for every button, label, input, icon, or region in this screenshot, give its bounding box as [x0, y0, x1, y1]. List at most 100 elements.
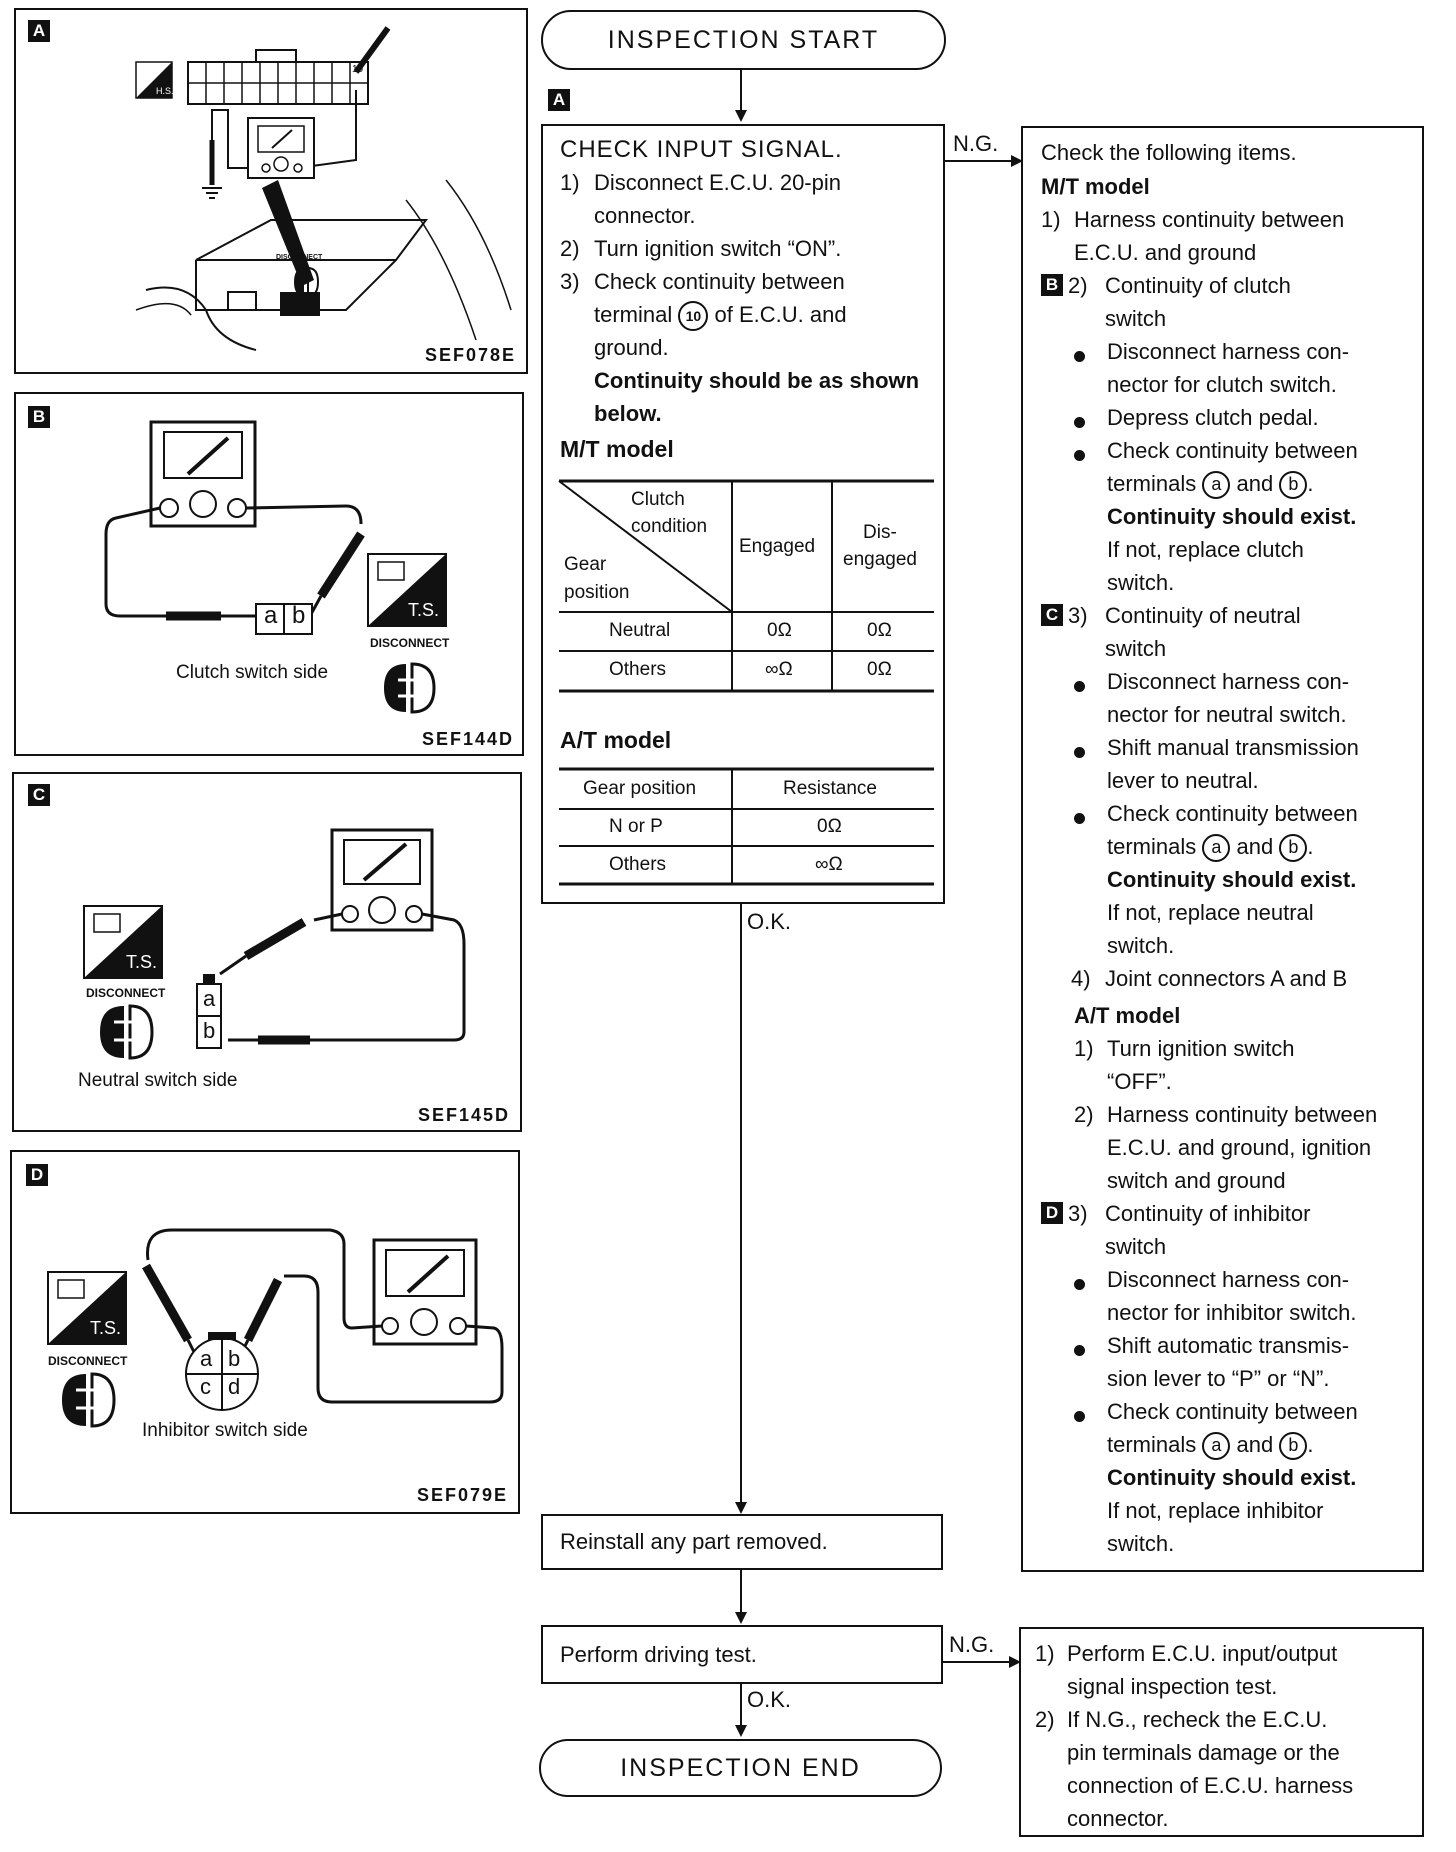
- ts-label: T.S.: [126, 952, 158, 972]
- ok-label-main: O.K.: [747, 909, 792, 934]
- bullet: [1074, 417, 1085, 428]
- mt-item-1-text-cont: E.C.U. and ground: [1074, 240, 1257, 265]
- mt-item-2-bullet-2: Depress clutch pedal.: [1107, 405, 1319, 430]
- at-item-3-text-cont: switch: [1105, 1234, 1167, 1259]
- driving-test-text: Perform driving test.: [560, 1642, 757, 1667]
- neutral-term-b: b: [203, 1018, 216, 1043]
- at-item-3-tag: D: [1041, 1202, 1063, 1224]
- bullet: [1074, 813, 1085, 824]
- ng-intro: Check the following items.: [1041, 140, 1297, 165]
- mt-item-3-text-cont: switch: [1105, 636, 1167, 661]
- mt-item-3-tag: C: [1041, 604, 1063, 626]
- inspection-start: INSPECTION START: [541, 10, 946, 70]
- bullet: [1074, 681, 1085, 692]
- final-item-1-text-cont: signal inspection test.: [1067, 1674, 1278, 1699]
- mt-item-2-tag: B: [1041, 274, 1063, 296]
- at-item-3-bullet-1-cont: nector for inhibitor switch.: [1107, 1300, 1357, 1325]
- at-item-3-bullet-2-cont: sion lever to “P” or “N”.: [1107, 1366, 1330, 1391]
- continuity-note: Continuity should be as shown: [594, 368, 920, 393]
- terminal-b-circled: b: [1279, 834, 1308, 863]
- mt-item-3-terminals: terminals a and b.: [1107, 830, 1313, 863]
- mt-item-4-text: Joint connectors A and B: [1105, 966, 1348, 991]
- step-3-text: Check continuity between: [594, 269, 845, 294]
- at-item-1-num: 1): [1074, 1036, 1094, 1061]
- at-item-2-num: 2): [1074, 1102, 1094, 1127]
- mt-item-3-text: Continuity of neutral: [1105, 603, 1301, 628]
- final-item-1-text: Perform E.C.U. input/output: [1067, 1641, 1338, 1666]
- at-item-3-bullet-1: Disconnect harness con-: [1107, 1267, 1350, 1292]
- step-3-num: 3): [560, 269, 580, 294]
- continuity-note-cont: below.: [594, 401, 662, 426]
- terminal-10-circled: 10: [678, 301, 709, 332]
- at-item-2-text: Harness continuity between: [1107, 1102, 1378, 1127]
- ng-mt-heading: M/T model: [1041, 174, 1150, 199]
- at-item-3-continuity: Continuity should exist.: [1107, 1465, 1357, 1490]
- inhibitor-switch-caption: Inhibitor switch side: [142, 1420, 308, 1441]
- mt-item-2-bullet-1-cont: nector for clutch switch.: [1107, 372, 1337, 397]
- terminal-b-circled: b: [1279, 1432, 1308, 1461]
- mt-item-3-bullet-3: Check continuity between: [1107, 801, 1358, 826]
- driving-test-box: Perform driving test.: [541, 1625, 943, 1684]
- ng-label-bottom: N.G.: [949, 1632, 995, 1657]
- neutral-switch-caption: Neutral switch side: [78, 1070, 238, 1091]
- mt-others-disengaged: 0Ω: [867, 659, 892, 680]
- mt-header-gear: Gear: [564, 554, 607, 575]
- reinstall-text: Reinstall any part removed.: [560, 1529, 828, 1554]
- mt-item-2-text-cont: switch: [1105, 306, 1167, 331]
- at-item-3-num: 3): [1068, 1201, 1088, 1226]
- mt-item-2-continuity: Continuity should exist.: [1107, 504, 1357, 529]
- mt-header-position: position: [564, 582, 630, 603]
- figure-b-panel: B a b T.S. DISCONNECT Clutch switch side…: [14, 392, 524, 756]
- mt-row-neutral: Neutral: [609, 620, 671, 641]
- at-item-3-replace-cont: switch.: [1107, 1531, 1175, 1556]
- mt-header-disengaged-cont: engaged: [843, 549, 917, 570]
- final-item-2-text: If N.G., recheck the E.C.U.: [1067, 1707, 1328, 1732]
- mt-item-3-bullet-1: Disconnect harness con-: [1107, 669, 1350, 694]
- figure-c-panel: C a b T.S. DISCONNECT Neutral switch sid…: [12, 772, 522, 1132]
- at-row-n-or-p: N or P: [609, 816, 663, 837]
- ok-label-bottom: O.K.: [747, 1687, 792, 1712]
- step-2-num: 2): [560, 236, 580, 261]
- ecu-connector-illustration: [135, 26, 512, 351]
- mt-table-grid: [558, 479, 934, 886]
- neutral-term-a: a: [203, 986, 216, 1011]
- neutral-switch-circuit: [83, 828, 466, 1060]
- inhibitor-term-d: d: [228, 1374, 241, 1399]
- disconnect-label: DISCONNECT: [276, 254, 323, 261]
- final-item-1-num: 1): [1035, 1641, 1055, 1666]
- inhibitor-term-a: a: [200, 1346, 213, 1371]
- mt-item-3-continuity: Continuity should exist.: [1107, 867, 1357, 892]
- mt-item-2-replace: If not, replace clutch: [1107, 537, 1304, 562]
- at-item-2-text-end: switch and ground: [1107, 1168, 1286, 1193]
- disconnect-label: DISCONNECT: [48, 1354, 128, 1368]
- step-2-text: Turn ignition switch “ON”.: [594, 236, 842, 261]
- mt-item-2-terminals: terminals a and b.: [1107, 467, 1313, 500]
- check-title: CHECK INPUT SIGNAL.: [560, 136, 843, 163]
- mt-header-clutch: Clutch: [631, 489, 685, 510]
- figure-c-tag: C: [28, 784, 50, 806]
- mt-neutral-disengaged: 0Ω: [867, 620, 892, 641]
- at-n-or-p-value: 0Ω: [817, 816, 842, 837]
- at-header-resistance: Resistance: [783, 778, 877, 799]
- ng-items-box: Check the following items. M/T model 1) …: [1021, 126, 1424, 1572]
- final-item-2-text-cont: pin terminals damage or the: [1067, 1740, 1340, 1765]
- mt-item-1-num: 1): [1041, 207, 1061, 232]
- mt-item-3-replace: If not, replace neutral: [1107, 900, 1314, 925]
- mt-item-3-bullet-1-cont: nector for neutral switch.: [1107, 702, 1347, 727]
- figure-b-tag: B: [28, 406, 50, 428]
- mt-item-3-bullet-2: Shift manual transmission: [1107, 735, 1359, 760]
- ng-at-heading: A/T model: [1074, 1003, 1181, 1028]
- mt-neutral-engaged: 0Ω: [767, 620, 792, 641]
- inhibitor-switch-circuit: [47, 1228, 504, 1428]
- figure-d-code: SEF079E: [416, 1485, 508, 1505]
- final-item-2-text-cont2: connection of E.C.U. harness: [1067, 1773, 1354, 1798]
- check-input-signal-box: CHECK INPUT SIGNAL. 1) Disconnect E.C.U.…: [541, 124, 945, 904]
- mt-header-disengaged: Dis-: [863, 522, 897, 543]
- check-box-tag: A: [548, 89, 570, 111]
- inspection-end: INSPECTION END: [539, 1739, 942, 1797]
- figure-d-panel: D a b c d T.S. DISCONNECT Inhibitor swit…: [10, 1150, 520, 1514]
- at-item-3-replace: If not, replace inhibitor: [1107, 1498, 1324, 1523]
- mt-item-4-num: 4): [1071, 966, 1091, 991]
- figure-c-code: SEF145D: [417, 1105, 510, 1125]
- mt-item-2-bullet-1: Disconnect harness con-: [1107, 339, 1350, 364]
